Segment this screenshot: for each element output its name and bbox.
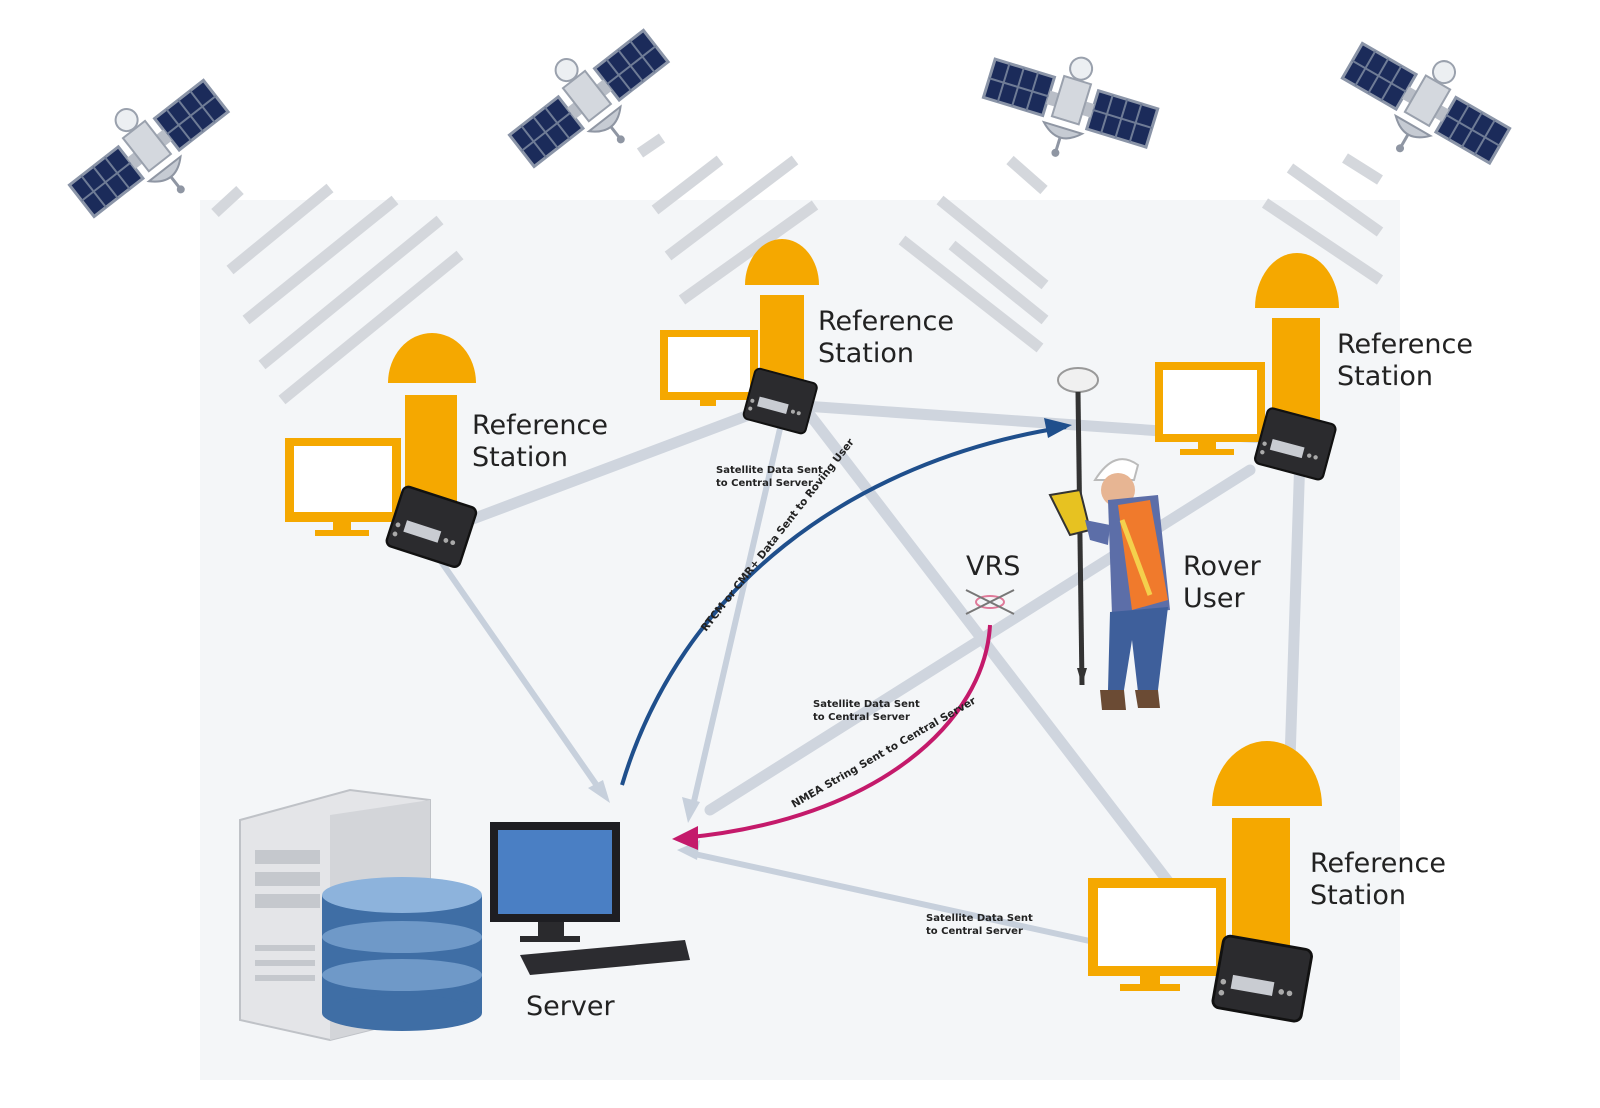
- label-reference-station-1: Reference Station: [472, 410, 617, 473]
- reference-station-1: [285, 333, 479, 570]
- satellite-icon: [491, 7, 692, 197]
- nmea-string-arc: [681, 624, 992, 840]
- label-reference-station-3: Reference Station: [1337, 329, 1482, 392]
- reference-station-2: [660, 239, 819, 436]
- vrs-marker: [965, 589, 1015, 615]
- correction-data-arc: [620, 425, 1067, 786]
- label-server: Server: [526, 991, 615, 1022]
- label-rover-user: Rover User: [1183, 551, 1269, 614]
- satellite-signal-beams: [211, 133, 1384, 405]
- workstation-monitor: [490, 822, 690, 975]
- keyboard-icon: [520, 940, 690, 975]
- label-reference-station-4: Reference Station: [1310, 848, 1455, 911]
- link-label-bottom: Satellite Data Sent to Central Server: [926, 913, 1036, 937]
- gnss-receiver-icon: [1210, 933, 1315, 1024]
- label-reference-station-2: Reference Station: [818, 306, 963, 369]
- link-label-mid: Satellite Data Sent to Central Server: [813, 699, 923, 723]
- database-icon: [322, 877, 482, 1031]
- label-vrs: VRS: [966, 551, 1020, 582]
- correction-arrowhead: [1044, 418, 1072, 438]
- satellite-icon: [971, 31, 1168, 183]
- reference-station-3: [1155, 253, 1339, 482]
- nmea-arrowhead: [672, 826, 698, 850]
- reference-station-4: [1088, 741, 1322, 1024]
- arrowhead-b: [682, 797, 700, 823]
- link-label-top: Satellite Data Sent to Central Server: [716, 465, 826, 489]
- arrowhead-a: [588, 780, 610, 803]
- rover-user: [1048, 367, 1170, 710]
